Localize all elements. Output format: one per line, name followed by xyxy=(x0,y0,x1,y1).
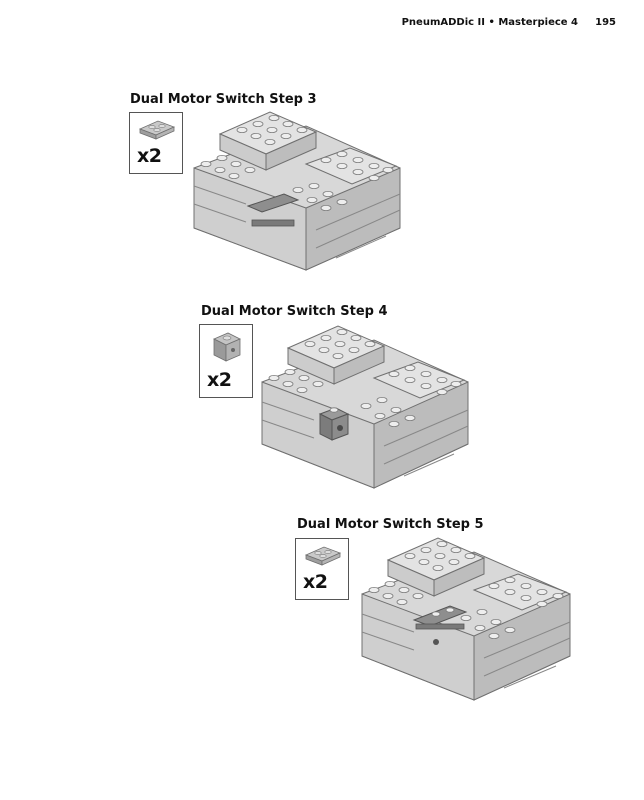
running-head: PneumADDic II • Masterpiece 4 xyxy=(401,17,578,28)
brick-1x1-technic-icon xyxy=(213,332,241,362)
step-title: Dual Motor Switch Step 4 xyxy=(201,304,388,319)
plate-2x2-icon xyxy=(304,546,342,566)
part-quantity: x2 xyxy=(137,145,162,167)
parts-callout: x2 xyxy=(295,538,349,600)
step-title: Dual Motor Switch Step 5 xyxy=(297,517,484,532)
parts-callout: x2 xyxy=(129,112,183,174)
parts-callout: x2 xyxy=(199,324,253,398)
plate-2x2-icon xyxy=(138,120,176,140)
step-title: Dual Motor Switch Step 3 xyxy=(130,92,317,107)
lego-model-illustration xyxy=(361,537,571,701)
lego-model-illustration xyxy=(193,111,401,271)
page-number: 195 xyxy=(595,17,616,28)
running-header: PneumADDic II • Masterpiece 4 195 xyxy=(0,17,644,33)
part-quantity: x2 xyxy=(303,571,328,593)
lego-model-illustration xyxy=(261,325,469,489)
part-quantity: x2 xyxy=(207,369,232,391)
